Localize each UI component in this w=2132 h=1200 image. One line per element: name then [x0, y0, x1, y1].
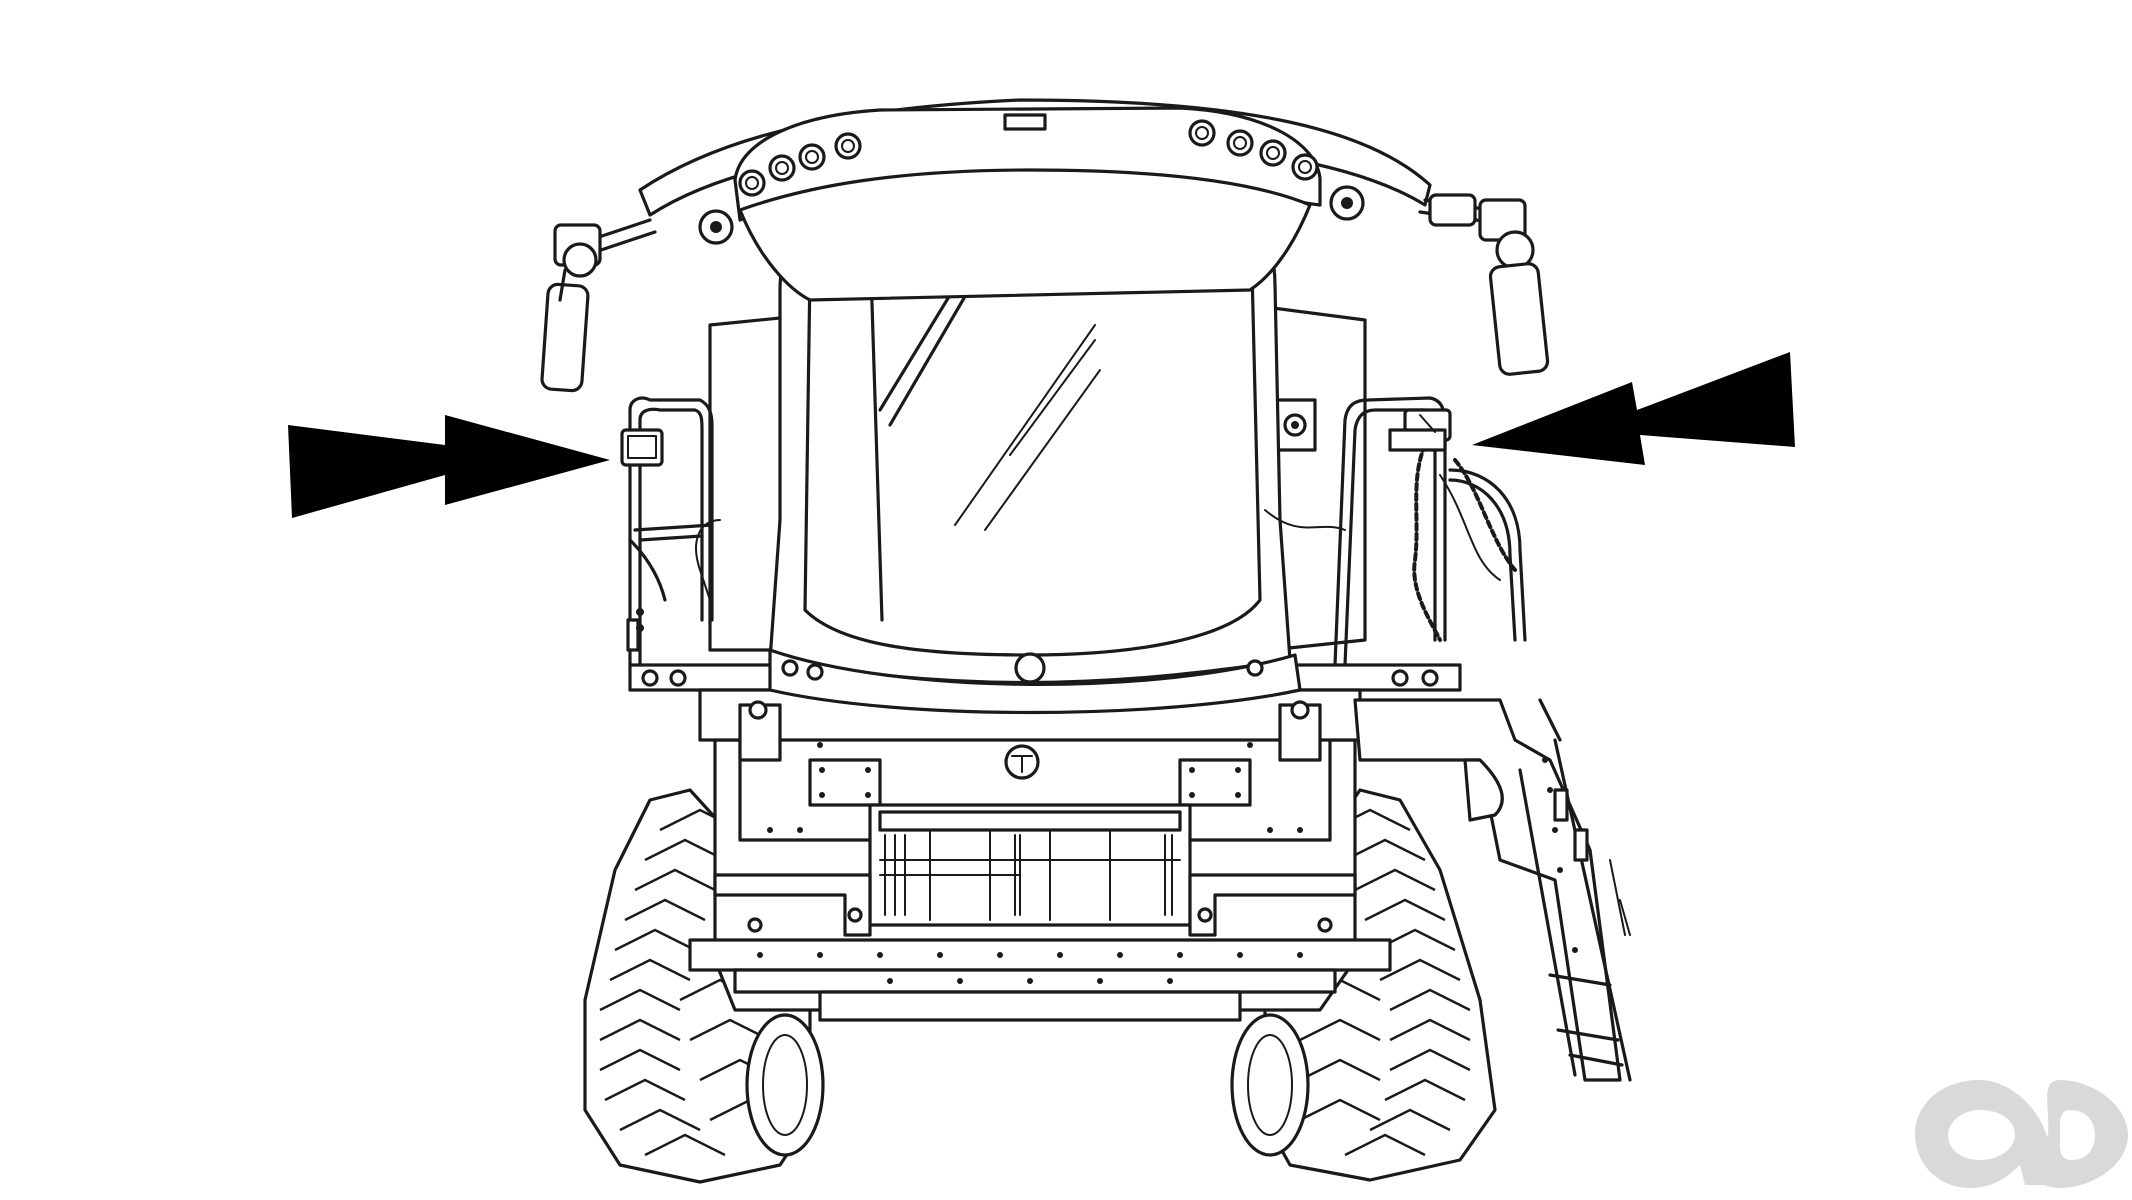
- windshield-bottom-bar: [768, 648, 1302, 715]
- windshield-frame: [768, 198, 1292, 685]
- left-mirror-light-arrow: [288, 415, 610, 518]
- watermark-logo: [1915, 1080, 2128, 1188]
- cab-roof: [638, 98, 1432, 302]
- left-mirror: [540, 218, 657, 393]
- left-handrail: [626, 396, 714, 667]
- left-side-light: [620, 428, 664, 467]
- right-side-light: [1388, 408, 1452, 452]
- right-mirror-light-arrow: [1472, 352, 1795, 465]
- rear-body: [688, 728, 1392, 1022]
- access-ladder: [1353, 698, 1632, 1082]
- wiring-harness: [1264, 443, 1517, 642]
- mounting-bolts: [636, 608, 1253, 748]
- right-mirror: [1418, 193, 1550, 376]
